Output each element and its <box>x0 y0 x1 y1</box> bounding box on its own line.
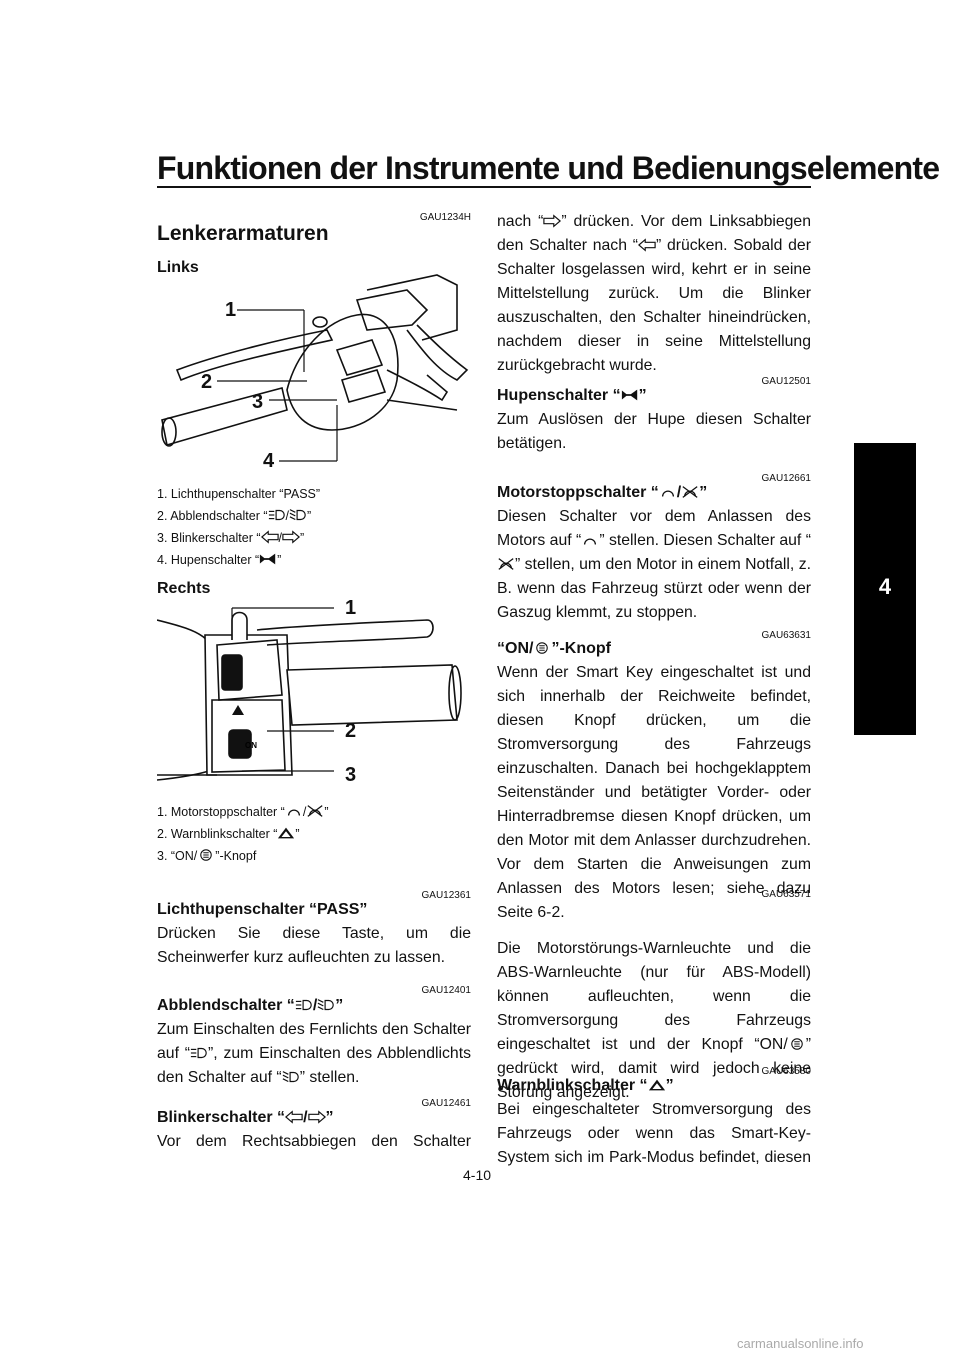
low-beam-icon <box>317 998 335 1012</box>
warning-light-note: Die Motorstörungs-Warnleuchte und die AB… <box>497 940 811 1101</box>
watermark: carmanualsonline.info <box>737 1336 864 1351</box>
turn-right-icon <box>543 214 561 228</box>
pass-switch-body: Drücken Sie diese Taste, um die Scheinwe… <box>157 925 471 966</box>
section-code: GAU63580 <box>761 1066 811 1077</box>
caption-right-2: 2. Warnblinkschalter “” <box>157 826 300 841</box>
hazard-switch-heading: Warnblinkschalter “” <box>497 1077 674 1094</box>
engine-stop-icon <box>681 485 699 499</box>
turn-signal-body: Vor dem Rechtsabbiegen den Schalter <box>157 1133 471 1150</box>
caption-left-4: 4. Hupenschalter “” <box>157 552 282 567</box>
callout-1: 1 <box>225 299 237 321</box>
chapter-number: 4 <box>878 574 892 599</box>
engine-run-icon <box>581 533 599 547</box>
low-beam-icon <box>289 508 307 522</box>
page-number: 4-10 <box>463 1167 492 1183</box>
section-code: GAU12501 <box>761 376 811 387</box>
low-beam-icon <box>282 1070 300 1084</box>
dimmer-switch-body: Zum Einschalten des Fernlichts den Schal… <box>157 1021 471 1086</box>
engine-stop-body: Diesen Schalter vor dem Anlassen des Mot… <box>497 508 811 621</box>
hazard-icon <box>277 826 295 840</box>
high-beam-icon <box>268 508 286 522</box>
section-code: GAU63631 <box>761 630 811 641</box>
dimmer-switch-heading: Abblendschalter “/” <box>157 997 344 1014</box>
callout-2: 2 <box>201 371 213 393</box>
turn-right-icon <box>282 530 300 544</box>
caption-left-2: 2. Abblendschalter “/” <box>157 508 312 523</box>
engine-run-icon <box>285 804 303 818</box>
turn-left-icon <box>285 1110 303 1124</box>
section-code: GAU12401 <box>421 985 471 996</box>
engine-run-icon <box>659 485 677 499</box>
chapter-tab: 4 <box>854 443 916 735</box>
horn-switch-body: Zum Auslösen der Hupe diesen Schalter be… <box>497 411 811 452</box>
subheading-rechts: Rechts <box>157 580 211 597</box>
subheading-links: Links <box>157 259 199 276</box>
turn-signal-heading: Blinkerschalter “/” <box>157 1109 334 1126</box>
callout-3: 3 <box>252 391 264 413</box>
svg-text:ON: ON <box>245 741 257 750</box>
callout-3: 3 <box>345 764 357 786</box>
high-beam-icon <box>190 1046 208 1060</box>
pass-switch-heading: Lichthupenschalter “PASS” <box>157 901 368 918</box>
caption-right-3: 3. “ON/”-Knopf <box>157 848 257 863</box>
callout-4: 4 <box>263 450 275 472</box>
power-icon <box>197 848 215 862</box>
caption-left-3: 3. Blinkerschalter “/” <box>157 530 305 545</box>
turn-left-icon <box>261 530 279 544</box>
on-button-heading: “ON/”-Knopf <box>497 640 611 657</box>
page-title: Funktionen der Instrumente und Bedienung… <box>157 150 940 186</box>
section-heading: Lenkerarmaturen <box>157 222 329 245</box>
hazard-switch-body: Bei eingeschalteter Stromversorgung des … <box>497 1101 811 1166</box>
engine-stop-icon <box>497 557 515 571</box>
turn-signal-body-cont: nach “” drücken. Vor dem Linksabbiegen d… <box>497 213 812 374</box>
section-code: GAU1234H <box>419 212 471 223</box>
engine-stop-icon <box>306 804 324 818</box>
power-icon <box>533 641 551 655</box>
right-handlebar-illustration: ON <box>157 607 462 781</box>
on-button-body: Wenn der Smart Key eingeschaltet ist und… <box>497 664 811 921</box>
section-code: GAU63571 <box>761 889 811 900</box>
engine-stop-heading: Motorstoppschalter “/” <box>497 484 708 501</box>
caption-right-1: 1. Motorstoppschalter “/” <box>157 804 329 819</box>
left-handlebar-illustration <box>161 274 469 462</box>
section-code: GAU12661 <box>761 473 811 484</box>
high-beam-icon <box>295 998 313 1012</box>
horn-icon <box>259 552 277 566</box>
horn-switch-heading: Hupenschalter “” <box>497 387 647 404</box>
header-rule <box>157 186 811 188</box>
turn-left-icon <box>638 238 656 252</box>
power-icon <box>788 1037 806 1051</box>
section-code: GAU12361 <box>421 890 471 901</box>
callout-1: 1 <box>345 597 357 619</box>
horn-icon <box>621 388 639 402</box>
caption-left-1: 1. Lichthupenschalter “PASS” <box>157 487 321 501</box>
turn-right-icon <box>308 1110 326 1124</box>
section-code: GAU12461 <box>421 1098 471 1109</box>
callout-2: 2 <box>345 720 357 742</box>
hazard-icon <box>648 1078 666 1092</box>
